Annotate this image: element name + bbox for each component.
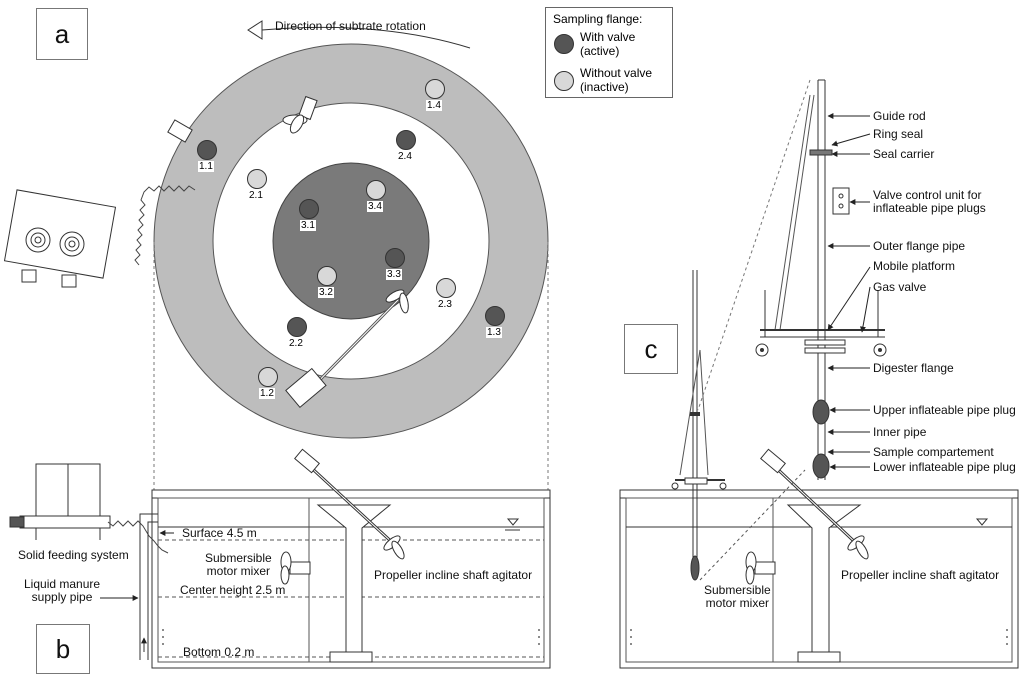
inner-pipe-label: Inner pipe [873,425,927,439]
solid-feeding-label: Solid feeding system [18,548,129,562]
sampling-port-label: 2.4 [397,151,413,162]
legend-title: Sampling flange: [553,12,643,26]
lower-plug [812,453,830,479]
feeding-unit-top [3,189,117,288]
inactive-dot-icon [554,71,574,91]
feed-inlet-box [167,119,193,143]
sampling-port-dot [425,79,445,99]
ring-seal-label: Ring seal [873,127,924,141]
lower-plug-label: Lower inflateable pipe plug [873,460,1016,474]
panel-label-b: b [36,624,90,674]
sampling-port-dot [287,317,307,337]
sampling-port-dot [299,199,319,219]
surface-label: Surface 4.5 m [182,526,257,540]
sampling-port-dot [396,130,416,150]
sampling-port-label: 1.1 [198,161,214,172]
sampling-port-label: 2.2 [288,338,304,349]
propeller-label-b: Propeller incline shaft agitator [374,568,533,582]
sampling-port-label: 3.4 [367,201,383,212]
sampling-rig-raised [697,79,887,480]
solid-feeding-system [9,463,169,554]
sampling-port-label: 2.3 [437,299,453,310]
legend-box: Sampling flange: With valve (active) Wit… [545,7,673,98]
tank-b-rim [151,489,551,499]
bottom-label: Bottom 0.2 m [183,645,255,659]
sampling-port-label: 1.2 [259,388,275,399]
sample-compartment-label: Sample compartement [873,445,994,459]
sampling-port-label: 1.3 [486,327,502,338]
sampling-port-label: 3.1 [300,220,316,231]
active-dot-icon [554,34,574,54]
tank-c-rim [619,489,1019,499]
digester-top-view [3,20,549,490]
sampling-port-dot [485,306,505,326]
submersible-label-c: Submersible motor mixer [704,583,771,610]
port-dots [197,79,505,387]
agitator-motor-top [285,367,327,409]
center-height-label: Center height 2.5 m [180,583,286,597]
agitator-propeller-top [385,289,409,314]
sampling-rig-lowered [671,270,806,581]
sampling-port-dot [385,248,405,268]
sampling-port-dot [436,278,456,298]
submersible-mixer-c [745,551,776,585]
liquid-manure-label: Liquid manure supply pipe [24,577,101,604]
rotation-arrowhead [247,20,263,40]
sampling-port-label: 1.4 [426,100,442,111]
panel-label-a: a [36,8,88,60]
sampling-port-dot [366,180,386,200]
digester-side-view-b [9,448,551,669]
upper-plug-label: Upper inflateable pipe plug [873,403,1016,417]
propeller-label-c: Propeller incline shaft agitator [841,568,1000,582]
sampling-port-dot [317,266,337,286]
panel-label-c: c [624,324,678,374]
liquid-manure-pipe [139,513,158,660]
sampling-port-label: 2.1 [248,190,264,201]
legend-with-valve: With valve (active) [580,30,636,58]
valve-control-label: Valve control unit for inflateable pipe … [873,188,986,215]
sampling-port-dot [247,169,267,189]
submersible-label-b: Submersible motor mixer [205,551,272,578]
digester-flange-label: Digester flange [873,361,954,375]
rotation-arrow [261,26,471,49]
digester-side-view-c [619,79,1019,669]
sampling-port-dot [197,140,217,160]
mixer-top-icon [282,95,318,134]
feed-line-wavy [134,185,196,266]
guide-rod-label: Guide rod [873,109,926,123]
submersible-mixer-b [280,551,311,585]
gas-valve-label: Gas valve [873,280,927,294]
sampling-port-dot [258,367,278,387]
upper-plug [812,399,830,425]
rotation-label: Direction of subtrate rotation [275,19,426,33]
sampling-port-label: 3.2 [318,287,334,298]
mobile-platform-label: Mobile platform [873,259,956,273]
seal-carrier-label: Seal carrier [873,147,935,161]
outer-flange-label: Outer flange pipe [873,239,966,253]
legend-without-valve: Without valve (inactive) [580,66,653,94]
sampling-port-label: 3.3 [386,269,402,280]
